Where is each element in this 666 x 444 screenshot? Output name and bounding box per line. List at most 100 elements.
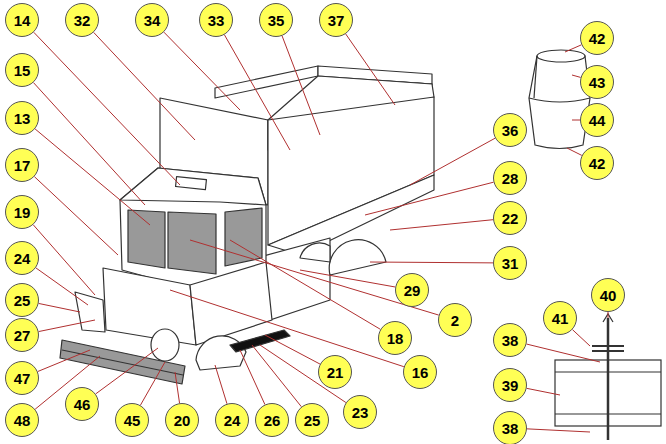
callout-circle: 38 xyxy=(493,411,527,444)
callout-circle: 31 xyxy=(493,246,527,280)
callout-number: 41 xyxy=(552,311,569,326)
leader-line xyxy=(34,32,180,185)
leader-line xyxy=(265,335,320,364)
callout-circle: 29 xyxy=(395,273,429,307)
leader-line xyxy=(240,350,265,405)
callout-number: 42 xyxy=(589,31,606,46)
leader-line xyxy=(608,312,609,318)
callout-circle: 21 xyxy=(318,355,352,389)
leader-line xyxy=(527,344,600,362)
leader-line xyxy=(140,362,165,405)
leader-line xyxy=(252,345,301,407)
callout-circle: 42 xyxy=(580,21,614,55)
callout-circle: 2 xyxy=(438,303,472,337)
callout-number: 32 xyxy=(74,13,91,28)
leader-line xyxy=(572,120,580,121)
leader-line xyxy=(365,182,494,215)
leader-line xyxy=(282,36,320,135)
callout-circle: 48 xyxy=(5,403,39,437)
leader-line xyxy=(96,348,158,394)
callout-circle: 41 xyxy=(543,301,577,335)
callout-circle: 39 xyxy=(493,368,527,402)
callout-circle: 27 xyxy=(5,318,39,352)
callout-circle: 46 xyxy=(65,387,99,421)
leader-line xyxy=(567,148,582,155)
leader-line xyxy=(33,83,145,205)
callout-circle: 24 xyxy=(215,403,249,437)
callout-number: 24 xyxy=(224,413,241,428)
callout-circle: 24 xyxy=(5,241,39,275)
callout-circle: 15 xyxy=(5,53,39,87)
callout-circle: 22 xyxy=(493,201,527,235)
callout-circle: 33 xyxy=(199,3,233,37)
callout-number: 14 xyxy=(14,13,31,28)
leader-line xyxy=(300,270,395,287)
callout-number: 48 xyxy=(14,413,31,428)
callout-circle: 45 xyxy=(115,403,149,437)
callout-circle: 25 xyxy=(295,403,329,437)
callout-number: 27 xyxy=(14,328,31,343)
callout-number: 17 xyxy=(14,158,31,173)
callout-circle: 16 xyxy=(403,355,437,389)
callout-number: 43 xyxy=(589,75,606,90)
callout-number: 34 xyxy=(144,13,161,28)
callout-number: 23 xyxy=(352,405,369,420)
callout-number: 15 xyxy=(14,63,31,78)
callout-number: 22 xyxy=(502,211,519,226)
leader-line xyxy=(572,75,581,77)
leader-line xyxy=(260,345,346,403)
callout-circle: 43 xyxy=(580,65,614,99)
callout-number: 47 xyxy=(14,371,31,386)
leader-line xyxy=(38,350,90,372)
callout-circle: 42 xyxy=(580,146,614,180)
callout-number: 38 xyxy=(502,333,519,348)
callout-circle: 37 xyxy=(319,3,353,37)
leader-line xyxy=(230,240,380,329)
callout-number: 39 xyxy=(502,378,519,393)
callout-circle: 20 xyxy=(165,403,199,437)
callout-number: 20 xyxy=(174,413,191,428)
callout-circle: 44 xyxy=(580,103,614,137)
callout-circle: 47 xyxy=(5,361,39,395)
leader-line xyxy=(527,429,590,432)
callout-circle: 34 xyxy=(135,3,169,37)
callout-circle: 28 xyxy=(493,161,527,195)
leader-line xyxy=(215,365,227,404)
callout-circle: 13 xyxy=(5,101,39,135)
leader-line xyxy=(410,138,495,185)
callout-number: 42 xyxy=(589,156,606,171)
leader-line xyxy=(572,330,590,346)
callout-number: 25 xyxy=(304,413,321,428)
leader-line xyxy=(390,220,493,230)
callout-number: 46 xyxy=(74,397,91,412)
callout-number: 21 xyxy=(327,365,344,380)
leader-line xyxy=(36,268,88,305)
leader-line xyxy=(190,240,439,315)
callout-circle: 36 xyxy=(493,113,527,147)
callout-number: 25 xyxy=(14,293,31,308)
leader-line xyxy=(175,372,180,403)
callout-number: 29 xyxy=(404,283,421,298)
callout-number: 31 xyxy=(502,256,519,271)
callout-circle: 38 xyxy=(493,323,527,357)
leader-line xyxy=(164,32,240,110)
callout-number: 36 xyxy=(502,123,519,138)
callout-number: 44 xyxy=(589,113,606,128)
callout-circle: 14 xyxy=(5,3,39,37)
callout-number: 35 xyxy=(268,13,285,28)
leader-line xyxy=(34,177,118,255)
leader-line xyxy=(565,45,581,52)
callout-number: 19 xyxy=(14,205,31,220)
leader-line xyxy=(224,35,290,150)
leader-line xyxy=(39,303,80,312)
callout-number: 16 xyxy=(412,365,429,380)
callout-number: 33 xyxy=(208,13,225,28)
callout-number: 18 xyxy=(387,331,404,346)
callout-circle: 25 xyxy=(5,283,39,317)
callout-number: 37 xyxy=(328,13,345,28)
leader-line xyxy=(35,129,150,225)
callout-number: 2 xyxy=(451,313,459,328)
leader-line xyxy=(346,34,395,105)
callout-circle: 17 xyxy=(5,148,39,182)
